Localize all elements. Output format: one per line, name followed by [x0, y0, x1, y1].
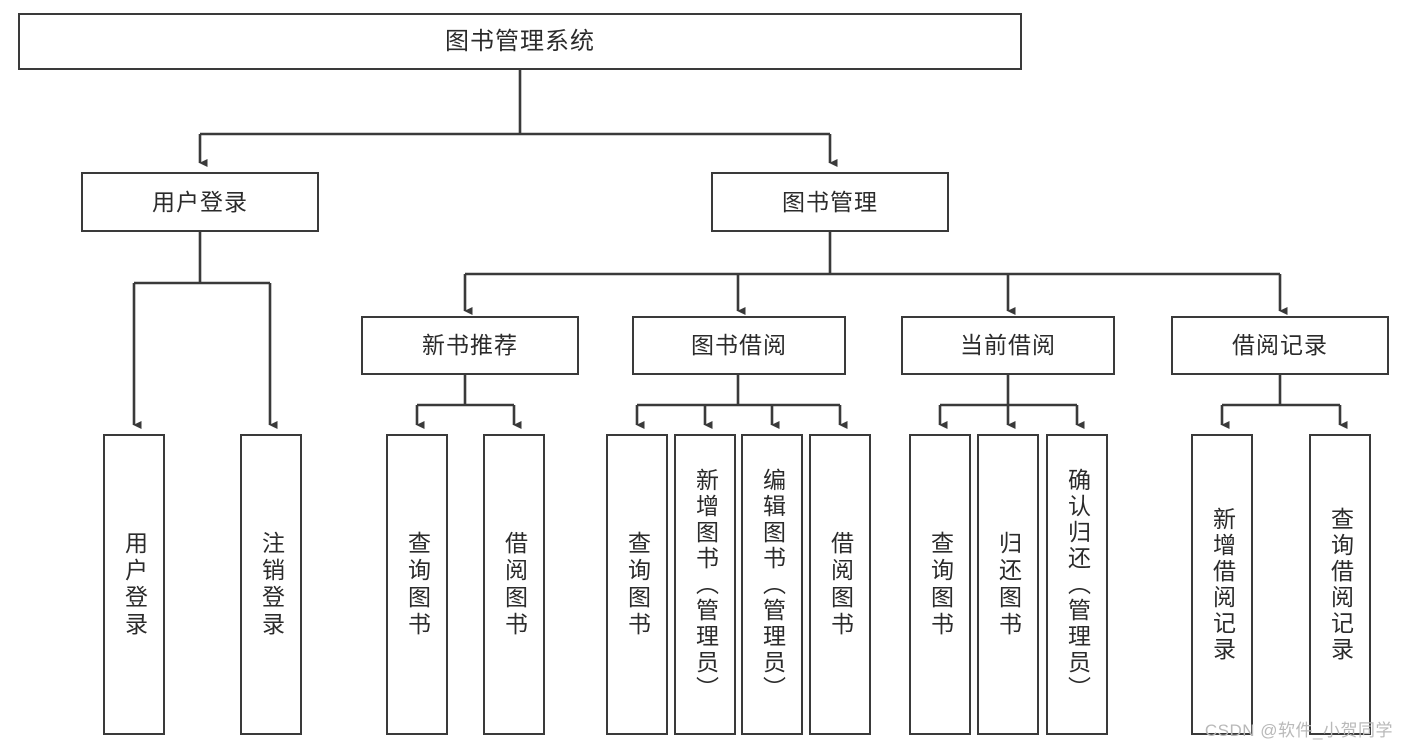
- leaf-borrow-book-new[interactable]: 借阅图书: [483, 434, 545, 735]
- leaf-add-book-admin[interactable]: 新增图书（管理员）: [674, 434, 736, 735]
- leaf-label: 新增图书（管理员）: [692, 467, 719, 702]
- leaf-edit-book-admin[interactable]: 编辑图书（管理员）: [741, 434, 803, 735]
- leaf-query-borrow-record[interactable]: 查询借阅记录: [1309, 434, 1371, 735]
- node-label: 图书借阅: [691, 332, 787, 359]
- leaf-borrow-book[interactable]: 借阅图书: [809, 434, 871, 735]
- leaf-add-borrow-record[interactable]: 新增借阅记录: [1191, 434, 1253, 735]
- leaf-return-book[interactable]: 归还图书: [977, 434, 1039, 735]
- node-label: 图书管理系统: [445, 27, 595, 55]
- leaf-label: 编辑图书（管理员）: [759, 467, 786, 702]
- node-book-management[interactable]: 图书管理: [711, 172, 949, 232]
- leaf-query-book-borrow[interactable]: 查询图书: [606, 434, 668, 735]
- node-label: 用户登录: [152, 188, 248, 215]
- node-borrow-record[interactable]: 借阅记录: [1171, 316, 1389, 375]
- node-book-borrow[interactable]: 图书借阅: [632, 316, 846, 375]
- leaf-label: 新增借阅记录: [1209, 506, 1236, 663]
- leaf-label: 查询借阅记录: [1327, 506, 1354, 663]
- node-current-borrow[interactable]: 当前借阅: [901, 316, 1115, 375]
- leaf-label: 归还图书: [995, 530, 1022, 639]
- leaf-label: 查询图书: [927, 530, 954, 639]
- leaf-label: 确认归还（管理员）: [1064, 467, 1091, 702]
- node-new-book-recommend[interactable]: 新书推荐: [361, 316, 579, 375]
- leaf-user-login[interactable]: 用户登录: [103, 434, 165, 735]
- leaf-label: 用户登录: [121, 530, 148, 639]
- node-label: 图书管理: [782, 188, 878, 215]
- node-book-management-system[interactable]: 图书管理系统: [18, 13, 1022, 70]
- node-label: 借阅记录: [1232, 332, 1328, 359]
- node-label: 当前借阅: [960, 332, 1056, 359]
- leaf-label: 查询图书: [624, 530, 651, 639]
- leaf-logout-login[interactable]: 注销登录: [240, 434, 302, 735]
- leaf-label: 借阅图书: [827, 530, 854, 639]
- leaf-label: 借阅图书: [501, 530, 528, 639]
- leaf-label: 查询图书: [404, 530, 431, 639]
- leaf-confirm-return-admin[interactable]: 确认归还（管理员）: [1046, 434, 1108, 735]
- leaf-query-book-current[interactable]: 查询图书: [909, 434, 971, 735]
- node-label: 新书推荐: [422, 332, 518, 359]
- leaf-label: 注销登录: [258, 530, 285, 639]
- leaf-query-book-new[interactable]: 查询图书: [386, 434, 448, 735]
- node-user-login[interactable]: 用户登录: [81, 172, 319, 232]
